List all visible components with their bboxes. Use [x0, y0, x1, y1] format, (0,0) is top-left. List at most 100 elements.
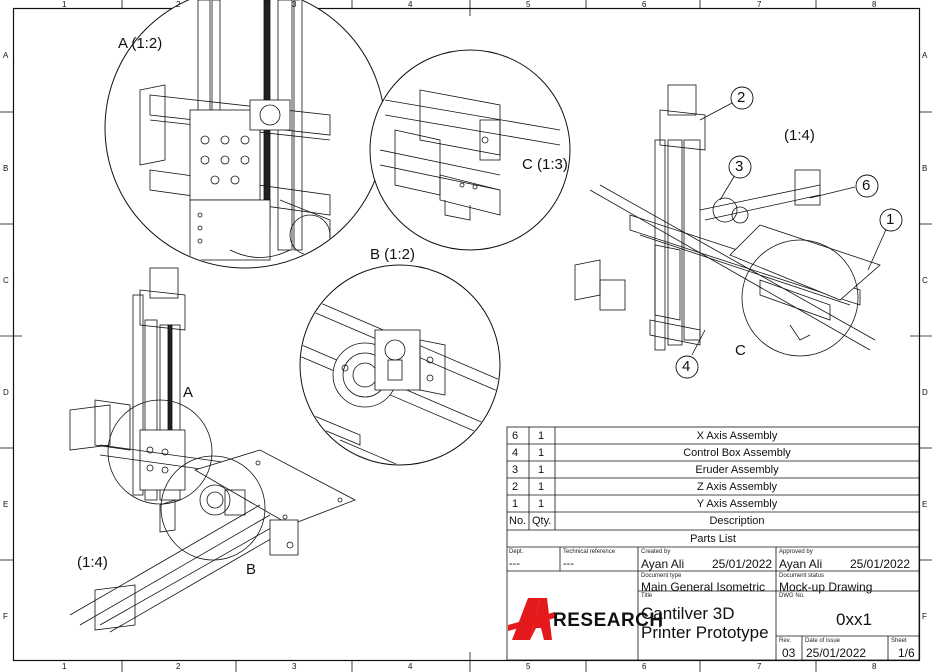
part-row-1-qty: 1: [538, 430, 545, 442]
zone-col-8: 8: [872, 0, 877, 9]
zone-col-3: 3: [292, 0, 297, 9]
approved-label: Approved by: [779, 549, 813, 555]
zone-col-6: 6: [642, 0, 647, 9]
approved-by: Ayan Ali: [779, 557, 823, 571]
created-date: 25/01/2022: [712, 557, 773, 571]
balloon-1-label: 1: [886, 211, 895, 228]
part-row-4-desc: Z Axis Assembly: [696, 481, 778, 493]
zone-col-5: 5: [526, 0, 531, 9]
created-by: Ayan Ali: [641, 557, 685, 571]
title-label: Title: [641, 593, 653, 599]
issue-label: Date of issue: [805, 638, 841, 644]
dept-value: ---: [509, 558, 520, 570]
parts-header-qty: Qty.: [532, 515, 552, 527]
part-row-3-qty: 1: [538, 464, 545, 476]
dwg-value: 0xx1: [836, 610, 872, 629]
zone-col-7-bottom: 7: [757, 662, 762, 671]
techref-value: ---: [563, 558, 574, 570]
zone-col-5-bottom: 5: [526, 662, 531, 671]
zone-col-1-bottom: 1: [62, 662, 67, 671]
detail-a-view: [104, 0, 386, 269]
zone-col-4-bottom: 4: [408, 662, 413, 671]
part-row-5-desc: Y Axis Assembly: [696, 498, 778, 510]
balloon-6-label: 6: [862, 177, 871, 194]
zone-row-a-right: A: [922, 51, 928, 60]
zone-row-c: C: [3, 276, 9, 285]
part-row-5-qty: 1: [538, 498, 545, 510]
docstatus-label: Document status: [779, 573, 825, 579]
zone-row-f-right: F: [922, 612, 927, 621]
zone-col-3-bottom: 3: [292, 662, 297, 671]
part-row-3-desc: Eruder Assembly: [695, 464, 779, 476]
drawing-title-line2: Printer Prototype: [641, 623, 769, 642]
techref-label: Technical reference: [563, 549, 616, 555]
detail-c-marker: C: [735, 342, 746, 359]
part-row-5-no: 1: [512, 498, 519, 510]
zone-col-2: 2: [176, 0, 181, 9]
part-row-4-no: 2: [512, 481, 519, 493]
dwg-label: DWG No.: [779, 593, 805, 599]
research-logo-mark: [508, 598, 555, 640]
zone-col-4: 4: [408, 0, 413, 9]
sheet-value: 1/6: [898, 646, 915, 660]
rev-value: 03: [782, 646, 796, 660]
detail-c-label: C (1:3): [522, 156, 568, 173]
detail-a-label: A (1:2): [118, 35, 163, 52]
zone-row-b: B: [3, 164, 9, 173]
part-row-2-desc: Control Box Assembly: [683, 447, 791, 459]
balloon-1: [879, 208, 903, 232]
zone-row-e: E: [3, 500, 9, 509]
parts-header-no: No.: [509, 515, 527, 527]
zone-col-8-bottom: 8: [872, 662, 877, 671]
doctype-label: Document type: [641, 573, 682, 579]
created-label: Created by: [641, 549, 671, 555]
zone-col-7: 7: [757, 0, 762, 9]
part-row-3-no: 3: [512, 464, 519, 476]
balloon-4-label: 4: [682, 358, 691, 375]
zone-row-d-right: D: [922, 388, 928, 397]
main-view-scale: (1:4): [77, 554, 108, 571]
doctype-value: Main General Isometric: [641, 580, 766, 594]
balloon-3-label: 3: [735, 158, 744, 175]
zone-row-d: D: [3, 388, 9, 397]
zone-row-e-right: E: [922, 500, 928, 509]
dept-label: Dept.: [509, 549, 524, 555]
detail-c-view: [369, 49, 571, 251]
docstatus-value: Mock-up Drawing: [779, 580, 873, 594]
drawing-title-line1: Cantilver 3D: [641, 604, 735, 623]
zone-row-c-right: C: [922, 276, 928, 285]
research-logo-text: RESEARCH: [553, 610, 664, 631]
zone-col-6-bottom: 6: [642, 662, 647, 671]
right-isometric-view: [574, 84, 881, 357]
zone-row-b-right: B: [922, 164, 928, 173]
zone-col-1: 1: [62, 0, 67, 9]
part-row-1-no: 6: [512, 430, 519, 442]
rev-label: Rev.: [779, 638, 791, 644]
zone-row-f: F: [3, 612, 8, 621]
balloon-6: [855, 174, 879, 198]
balloon-2-label: 2: [737, 89, 746, 106]
balloon-3: [728, 155, 752, 179]
zone-row-a: A: [3, 51, 9, 60]
detail-a-marker: A: [183, 384, 194, 401]
parts-header-description: Description: [709, 515, 765, 527]
balloon-2: [730, 86, 754, 110]
approved-date: 25/01/2022: [850, 557, 911, 571]
main-isometric-view: [69, 267, 356, 633]
part-row-1-desc: X Axis Assembly: [696, 430, 778, 442]
part-row-2-no: 4: [512, 447, 519, 459]
detail-b-label: B (1:2): [370, 246, 416, 263]
zone-col-2-bottom: 2: [176, 662, 181, 671]
part-row-2-qty: 1: [538, 447, 545, 459]
balloon-4: [675, 355, 699, 379]
parts-list-title: Parts List: [690, 533, 736, 545]
detail-b-marker: B: [246, 561, 257, 578]
detail-b-view: [299, 264, 501, 466]
right-view-scale: (1:4): [784, 127, 815, 144]
sheet-label: Sheet: [891, 638, 907, 644]
part-row-4-qty: 1: [538, 481, 545, 493]
issue-value: 25/01/2022: [806, 646, 867, 660]
